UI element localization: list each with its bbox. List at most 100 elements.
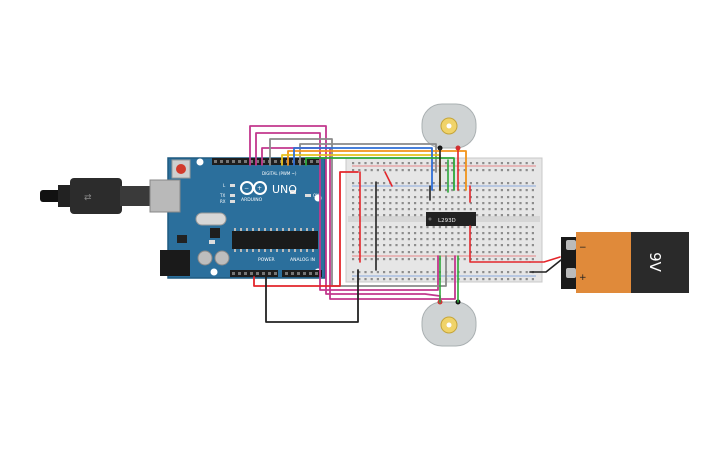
header-pin [256, 272, 259, 275]
breadboard-hole [376, 169, 379, 172]
led-on [305, 194, 311, 197]
breadboard-hole [420, 214, 423, 217]
breadboard-hole [531, 214, 534, 217]
breadboard-hole [451, 258, 454, 261]
breadboard-hole [383, 271, 386, 274]
breadboard-hole [445, 238, 448, 241]
breadboard-hole [364, 238, 367, 241]
wire-red[interactable] [529, 256, 561, 263]
l293d-driver-chip[interactable]: L293D [426, 212, 476, 226]
breadboard-hole [525, 196, 528, 199]
icsp-header [210, 228, 220, 238]
breadboard-hole [414, 202, 417, 205]
breadboard-hole [407, 169, 410, 172]
wire-red[interactable] [384, 171, 393, 187]
battery-minus: − [579, 243, 587, 253]
breadboard-hole [494, 251, 497, 254]
wire-black[interactable] [529, 259, 562, 273]
breadboard-hole [519, 271, 522, 274]
chip-pin [288, 249, 290, 252]
breadboard-hole [525, 278, 528, 281]
breadboard-hole [451, 232, 454, 235]
breadboard-hole [500, 162, 503, 165]
analog-header[interactable] [282, 270, 322, 277]
breadboard-hole [463, 244, 466, 247]
arduino-uno-board[interactable]: L TX RX ON − + UNO ARDUINO DIGITAL (PWM … [149, 157, 326, 279]
breadboard-hole [364, 271, 367, 274]
breadboard-hole [513, 232, 516, 235]
breadboard-hole [488, 278, 491, 281]
breadboard-hole [432, 278, 435, 281]
breadboard-hole [370, 251, 373, 254]
breadboard-hole [469, 251, 472, 254]
breadboard-hole [352, 196, 355, 199]
wire-blue[interactable] [293, 147, 433, 191]
breadboard-hole [451, 208, 454, 211]
wire-magenta[interactable] [255, 132, 439, 291]
breadboard-hole [507, 238, 510, 241]
breadboard-hole [507, 169, 510, 172]
breadboard-hole [414, 162, 417, 165]
breadboard-hole [482, 226, 485, 229]
battery-voltage: 9V [646, 252, 664, 273]
breadboard-hole [519, 196, 522, 199]
battery-9v[interactable]: − + 9V [561, 232, 689, 293]
breadboard-hole [531, 232, 534, 235]
breadboard-hole [407, 238, 410, 241]
chip-pin [306, 249, 308, 252]
wire-black[interactable] [265, 269, 359, 323]
breadboard-hole [376, 189, 379, 192]
breadboard-hole [364, 258, 367, 261]
breadboard-hole [414, 182, 417, 185]
breadboard-hole [488, 214, 491, 217]
breadboard-hole [395, 251, 398, 254]
wire-red[interactable] [469, 225, 531, 263]
breadboard-hole [507, 162, 510, 165]
breadboard-hole [494, 202, 497, 205]
breadboard-hole [420, 196, 423, 199]
header-pin [274, 272, 277, 275]
breadboard-hole [500, 196, 503, 199]
breadboard-hole [370, 169, 373, 172]
breadboard-hole [451, 251, 454, 254]
breadboard-hole [513, 244, 516, 247]
breadboard-hole [364, 208, 367, 211]
battery-terminal [566, 268, 576, 278]
breadboard-hole [420, 258, 423, 261]
chip-pin [288, 228, 290, 231]
breadboard-hole [401, 278, 404, 281]
breadboard-hole [507, 271, 510, 274]
breadboard-hole [476, 196, 479, 199]
led-l-label: L [223, 183, 226, 188]
breadboard-hole [476, 251, 479, 254]
breadboard-hole [395, 189, 398, 192]
reset-button-cap[interactable] [176, 164, 186, 174]
breadboard-hole [383, 244, 386, 247]
breadboard-hole [420, 208, 423, 211]
wire-green[interactable] [305, 157, 455, 191]
breadboard-hole [445, 162, 448, 165]
breadboard-hole [451, 278, 454, 281]
breadboard-hole [395, 169, 398, 172]
wire-red[interactable] [253, 171, 359, 287]
bottom-dc-motor[interactable] [421, 299, 477, 347]
breadboard-hole [438, 208, 441, 211]
breadboard-hole [426, 278, 429, 281]
breadboard-hole [463, 202, 466, 205]
breadboard-hole [407, 202, 410, 205]
power-header[interactable] [230, 270, 278, 277]
wire-magenta[interactable] [261, 147, 456, 300]
breadboard-hole [407, 244, 410, 247]
top-dc-motor[interactable] [421, 103, 477, 151]
wire-grey[interactable] [269, 138, 447, 287]
header-pin [268, 272, 271, 275]
breadboard-hole [507, 196, 510, 199]
breadboard-hole [389, 208, 392, 211]
digital-header[interactable] [212, 158, 320, 165]
breadboard-hole [513, 189, 516, 192]
breadboard-hole [370, 232, 373, 235]
breadboard-hole [432, 271, 435, 274]
breadboard-hole [370, 202, 373, 205]
breadboard-hole [383, 162, 386, 165]
breadboard-hole [395, 208, 398, 211]
